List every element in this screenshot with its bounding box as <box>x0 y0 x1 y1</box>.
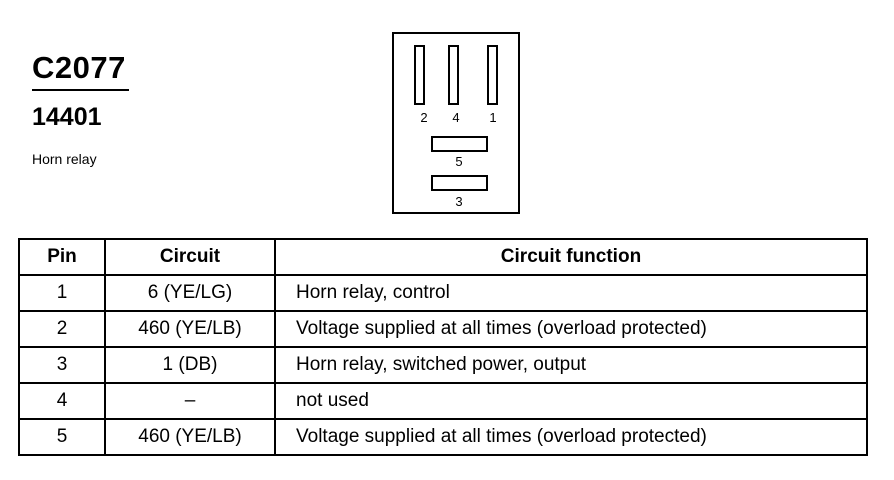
connector-id-underline <box>32 89 129 91</box>
pin-cell: 5 <box>18 418 106 456</box>
table-header-row: Pin Circuit Circuit function <box>18 238 868 276</box>
table-row: 3 1 (DB) Horn relay, switched power, out… <box>18 346 868 384</box>
cavity-label-5: 5 <box>455 154 463 169</box>
function-cell: not used <box>274 382 868 420</box>
cavity-label-3: 3 <box>455 194 463 209</box>
header-circuit-function: Circuit function <box>274 238 868 276</box>
pin-cell: 4 <box>18 382 106 420</box>
circuit-cell: 460 (YE/LB) <box>104 418 276 456</box>
circuit-cell: 1 (DB) <box>104 346 276 384</box>
function-cell: Horn relay, control <box>274 274 868 312</box>
table-row: 1 6 (YE/LG) Horn relay, control <box>18 274 868 312</box>
cavity-label-2: 2 <box>420 110 428 125</box>
cavity-4 <box>448 45 459 105</box>
function-cell: Horn relay, switched power, output <box>274 346 868 384</box>
cavity-label-1: 1 <box>489 110 497 125</box>
header-pin: Pin <box>18 238 106 276</box>
cavity-3 <box>431 175 488 191</box>
circuit-cell: 6 (YE/LG) <box>104 274 276 312</box>
cavity-5 <box>431 136 488 152</box>
connector-description: Horn relay <box>32 151 97 167</box>
connector-face-diagram: 2 4 1 5 3 <box>392 32 520 214</box>
part-number: 14401 <box>32 103 102 131</box>
cavity-label-4: 4 <box>452 110 460 125</box>
circuit-cell: – <box>104 382 276 420</box>
cavity-2 <box>414 45 425 105</box>
pin-cell: 1 <box>18 274 106 312</box>
table-row: 4 – not used <box>18 382 868 420</box>
pin-cell: 2 <box>18 310 106 348</box>
pinout-table: Pin Circuit Circuit function 1 6 (YE/LG)… <box>18 238 868 456</box>
table-row: 2 460 (YE/LB) Voltage supplied at all ti… <box>18 310 868 348</box>
table-row: 5 460 (YE/LB) Voltage supplied at all ti… <box>18 418 868 456</box>
function-cell: Voltage supplied at all times (overload … <box>274 310 868 348</box>
header-circuit: Circuit <box>104 238 276 276</box>
cavity-1 <box>487 45 498 105</box>
pin-cell: 3 <box>18 346 106 384</box>
connector-id: C2077 <box>32 50 126 85</box>
circuit-cell: 460 (YE/LB) <box>104 310 276 348</box>
function-cell: Voltage supplied at all times (overload … <box>274 418 868 456</box>
